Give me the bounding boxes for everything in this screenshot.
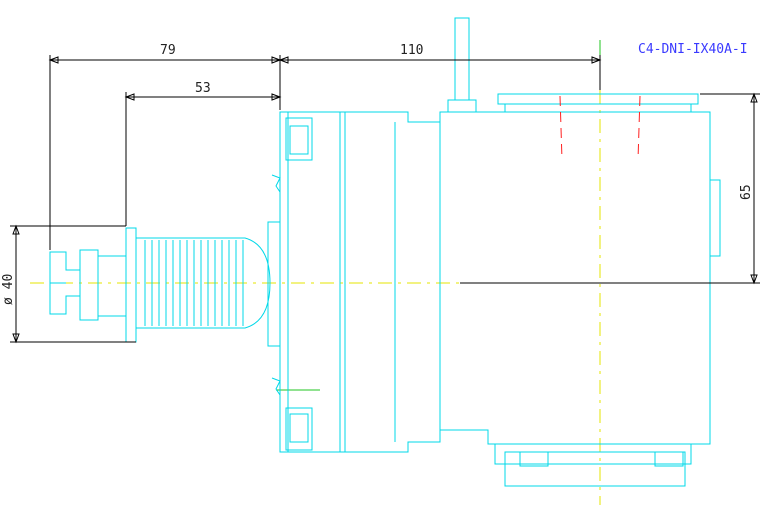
shank-shoulder: [125, 227, 137, 343]
gear-head: [439, 17, 721, 487]
bottom-key-left: [519, 451, 549, 467]
arrows-65: [750, 92, 758, 285]
arrows-110: [278, 56, 602, 64]
arrows-79: [48, 56, 282, 64]
hidden-lines: [559, 95, 641, 161]
thread-lines: [144, 240, 244, 326]
top-flange-inner: [504, 103, 692, 113]
part-number-title: C4-DNI-IX40A-I: [638, 42, 748, 57]
dim-label-65: 65: [739, 184, 754, 200]
housing-face-plate: [279, 111, 289, 453]
collet-nut: [49, 249, 127, 321]
threaded-shank: [125, 221, 281, 347]
bolt-head-top: [285, 117, 313, 161]
nut-ring: [79, 249, 99, 321]
centerlines: [30, 40, 601, 505]
gear-head-body: [439, 111, 711, 445]
bolt-head-bottom: [285, 407, 313, 451]
bottom-flange: [494, 443, 692, 465]
bolt-inner-bottom: [289, 413, 309, 443]
arrows-53: [124, 93, 282, 101]
pipe-base: [447, 99, 477, 113]
bolt-inner-top: [289, 125, 309, 155]
coolant-pipe: [454, 17, 470, 101]
arrows-40: [12, 224, 20, 344]
nut-collar: [97, 255, 127, 317]
hidden-line-left: [559, 95, 563, 161]
top-flange: [497, 93, 699, 105]
dimension-lines: [10, 55, 760, 344]
side-boss: [709, 179, 721, 257]
dim-label-110: 110: [400, 43, 423, 58]
break-mark-bottom: [271, 377, 281, 396]
bottom-key-right: [654, 451, 684, 467]
break-mark-top: [271, 174, 281, 193]
dim-label-diameter-40: ø 40: [1, 274, 16, 305]
housing-body: [287, 111, 441, 453]
housing: [271, 111, 441, 453]
hidden-line-right: [637, 95, 641, 161]
bottom-plate: [504, 451, 686, 487]
dim-label-79: 79: [160, 43, 176, 58]
dim-label-53: 53: [195, 81, 211, 96]
shank-body: [135, 237, 271, 329]
